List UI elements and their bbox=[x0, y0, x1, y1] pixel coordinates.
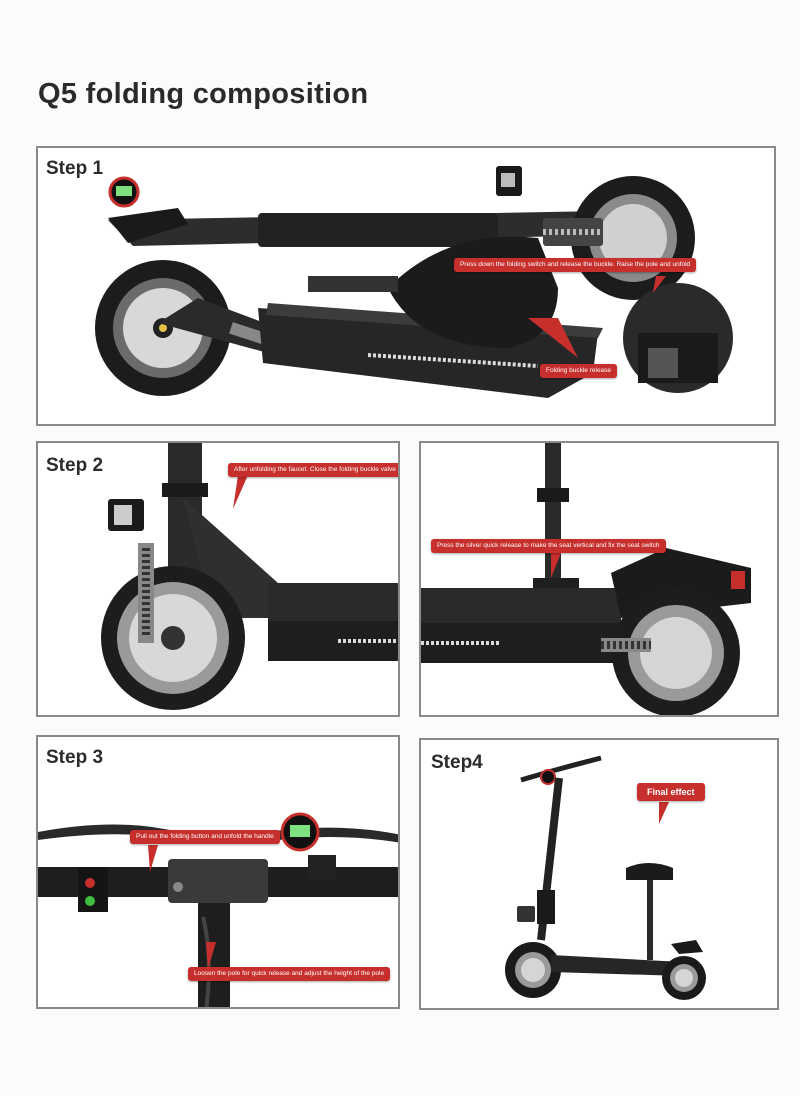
step-3-callout-handle: Pull out the folding button and unfold t… bbox=[130, 830, 280, 844]
step-1-callout-unfold: Press down the folding switch and releas… bbox=[454, 258, 697, 272]
step-1-callout-buckle: Folding buckle release bbox=[540, 364, 618, 378]
final-scooter-illustration bbox=[505, 755, 706, 1000]
step-3-callout-pole-height: Loosen the pole for quick release and ad… bbox=[188, 967, 391, 981]
step-2-panel-rear: Press the silver quick release to make t… bbox=[419, 441, 779, 717]
folded-scooter-illustration bbox=[95, 166, 733, 398]
step-2-panel-front: Step 2 After unfolding the faucet. Close… bbox=[36, 441, 400, 717]
step-3-label: Step 3 bbox=[46, 747, 104, 768]
rear-seat-illustration bbox=[421, 443, 751, 715]
step-4-panel: Step4 Final effect bbox=[419, 738, 779, 1010]
step-1-label: Step 1 bbox=[46, 158, 104, 179]
step-4-callout-final: Final effect bbox=[637, 783, 705, 801]
step-1-panel: Step 1 bbox=[36, 146, 776, 426]
page-title: Q5 folding composition bbox=[38, 78, 369, 110]
handlebar-illustration bbox=[38, 812, 398, 1007]
step-2-callout-seat: Press the silver quick release to make t… bbox=[431, 539, 666, 553]
front-unfolded-illustration bbox=[101, 443, 398, 710]
step-4-label: Step4 bbox=[431, 752, 483, 773]
step-3-panel: Step 3 Pull out the folding button and u… bbox=[36, 735, 400, 1009]
step-2-label: Step 2 bbox=[46, 455, 104, 476]
step-2-callout-close-buckle: After unfolding the faucet. Close the fo… bbox=[228, 463, 398, 477]
